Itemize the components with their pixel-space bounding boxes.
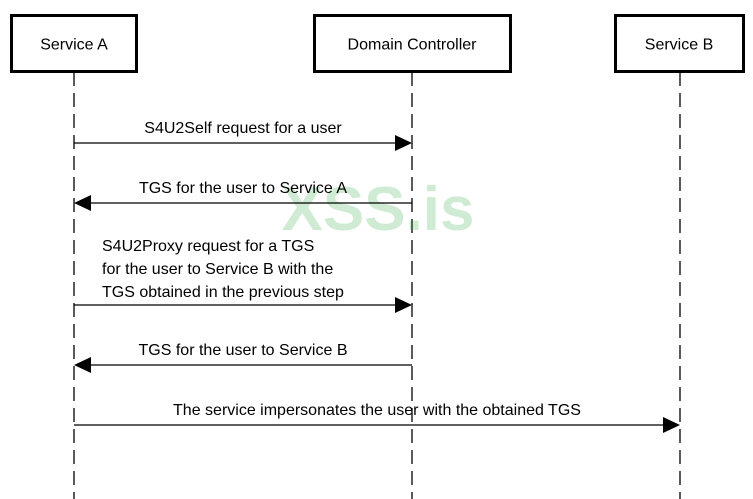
participant-label: Domain Controller — [348, 37, 478, 54]
message-label: TGS for the user to Service B — [139, 342, 348, 359]
message-s4u2proxy-request: S4U2Proxy request for a TGS for the user… — [74, 238, 412, 313]
participant-service-a: Service A — [10, 14, 138, 73]
participant-label: Service B — [645, 37, 713, 54]
message-label: S4U2Self request for a user — [144, 120, 342, 137]
participant-domain-controller: Domain Controller — [313, 14, 512, 73]
message-tgs-service-a: TGS for the user to Service A — [74, 180, 412, 211]
arrowhead-right — [395, 135, 412, 151]
message-s4u2self-request: S4U2Self request for a user — [74, 120, 412, 151]
message-label-line-3: TGS obtained in the previous step — [102, 284, 344, 301]
arrowhead-right — [663, 417, 680, 433]
arrowhead-left — [74, 195, 91, 211]
arrowhead-left — [74, 357, 91, 373]
arrowhead-right — [395, 297, 412, 313]
message-label: TGS for the user to Service A — [139, 180, 347, 197]
message-label-line-2: for the user to Service B with the — [102, 261, 333, 278]
message-label: The service impersonates the user with t… — [173, 402, 581, 419]
watermark: XSS.is — [282, 175, 475, 244]
participant-service-b: Service B — [614, 14, 745, 73]
message-impersonation: The service impersonates the user with t… — [74, 402, 680, 433]
message-tgs-service-b: TGS for the user to Service B — [74, 342, 412, 373]
message-label-line-1: S4U2Proxy request for a TGS — [102, 238, 314, 255]
participant-label: Service A — [40, 37, 108, 54]
